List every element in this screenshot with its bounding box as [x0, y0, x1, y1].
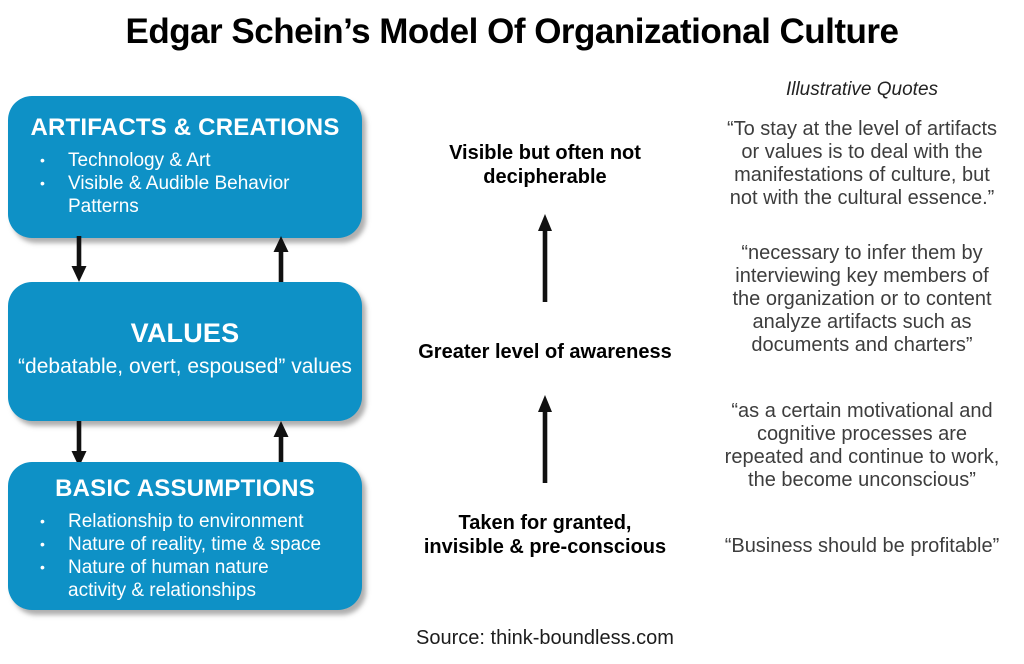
label-visible-not-decipherable: Visible but often not decipherable [449, 142, 641, 188]
list-item: • Nature of reality, time & space [8, 533, 362, 556]
bullet-icon: • [40, 513, 45, 529]
arrow-up-icon [273, 236, 289, 282]
arrow-down-icon [71, 236, 87, 282]
values-heading: VALUES [130, 318, 240, 348]
bullet-label: Relationship to environment [68, 511, 304, 532]
list-item: • Nature of human nature activity & rela… [8, 556, 362, 602]
list-item: • Visible & Audible Behavior Patterns [8, 172, 362, 218]
arrow-up-icon [538, 395, 552, 483]
source-attribution: Source: think-boundless.com [416, 627, 674, 649]
basic-assumptions-heading: BASIC ASSUMPTIONS [55, 475, 315, 502]
bullet-icon: • [40, 152, 45, 168]
artifacts-bullet-list: • Technology & Art • Visible & Audible B… [8, 149, 362, 218]
bullet-label: Nature of human nature activity & relati… [68, 557, 269, 601]
arrow-up-icon [273, 421, 289, 467]
bullet-icon: • [40, 559, 45, 575]
basic-assumptions-bullet-list: • Relationship to environment • Nature o… [8, 510, 362, 602]
bullet-icon: • [40, 175, 45, 191]
list-item: • Technology & Art [8, 149, 362, 172]
bullet-icon: • [40, 536, 45, 552]
values-subtitle: “debatable, overt, espoused” values [18, 355, 352, 378]
basic-assumptions-box: BASIC ASSUMPTIONS • Relationship to envi… [8, 462, 362, 610]
quote-business: “Business should be profitable” [724, 535, 1000, 557]
bullet-label: Visible & Audible Behavior Patterns [68, 173, 290, 217]
quote-artifacts: “To stay at the level of artifacts or va… [726, 118, 998, 209]
list-item: • Relationship to environment [8, 510, 362, 533]
arrow-down-icon [71, 421, 87, 467]
label-taken-for-granted: Taken for granted, invisible & pre-consc… [423, 512, 667, 558]
bullet-label: Technology & Art [68, 150, 211, 171]
arrow-up-icon [538, 214, 552, 302]
quote-values: “necessary to infer them by interviewing… [732, 242, 992, 356]
page-title: Edgar Schein’s Model Of Organizational C… [125, 12, 899, 51]
values-box: VALUES “debatable, overt, espoused” valu… [8, 282, 362, 421]
quote-unconscious: “as a certain motivational and cognitive… [724, 400, 1000, 491]
artifacts-heading: ARTIFACTS & CREATIONS [30, 114, 340, 141]
bullet-label: Nature of reality, time & space [68, 534, 322, 555]
artifacts-box: ARTIFACTS & CREATIONS • Technology & Art… [8, 96, 362, 238]
quotes-header: Illustrative Quotes [785, 79, 939, 100]
label-greater-awareness: Greater level of awareness [418, 341, 672, 363]
